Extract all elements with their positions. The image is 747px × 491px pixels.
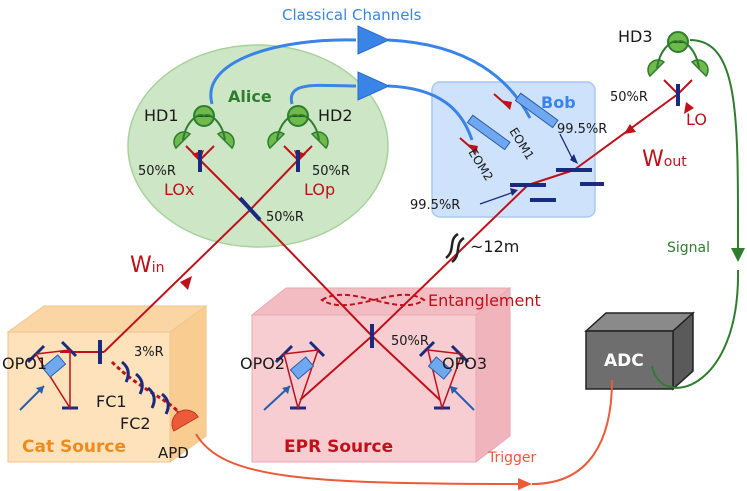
hd3-detector-icon	[647, 31, 709, 78]
fc1-label: FC1	[96, 392, 127, 411]
beam-alice-to-hd2	[249, 159, 299, 211]
signal-arrowhead	[731, 248, 745, 262]
hd2-label: HD2	[318, 106, 353, 125]
entanglement-lobes	[320, 293, 426, 307]
fc2-label: FC2	[120, 414, 151, 433]
beam-epr-to-bob	[371, 184, 529, 337]
signal-line	[689, 39, 740, 251]
adc-label: ADC	[604, 351, 644, 371]
opo2-label: OPO2	[240, 354, 285, 373]
beam-epr-to-alice	[249, 209, 373, 337]
adc-box[interactable]	[584, 311, 695, 391]
classical-channel-hd2	[289, 83, 357, 105]
apd-icon	[171, 409, 199, 432]
adc-return-line	[651, 269, 740, 389]
fc2	[147, 386, 170, 415]
eom2	[466, 114, 511, 151]
amplifier-bottom-icon	[357, 71, 391, 101]
classical-channels-label: Classical Channels	[282, 6, 422, 24]
lox-label: LOx	[164, 180, 194, 199]
alice-bs-ratio: 50%R	[266, 210, 304, 225]
hd3-label: HD3	[618, 27, 653, 46]
wout-label: Wout	[642, 147, 687, 172]
win-label: Win	[130, 253, 165, 278]
epr-source-label: EPR Source	[284, 437, 393, 457]
distance-label: ~12m	[470, 237, 519, 256]
beam-bob-internal	[527, 169, 575, 186]
hd1-label: HD1	[144, 106, 179, 125]
signal-label: Signal	[667, 240, 710, 256]
opo3	[418, 340, 470, 411]
beam-win	[103, 209, 251, 353]
hd3-bs-ratio: 50%R	[610, 90, 648, 105]
eom1	[514, 92, 559, 129]
lo-label: LO	[686, 110, 707, 129]
fiber-break	[445, 232, 465, 263]
hd2-bs-ratio: 50%R	[312, 164, 350, 179]
cat-bs-ratio: 3%R	[134, 345, 164, 360]
hd1-bs-ratio: 50%R	[138, 164, 176, 179]
amplifier-top-icon	[357, 25, 391, 55]
entanglement-label: Entanglement	[428, 291, 541, 310]
fc1	[121, 360, 144, 395]
apd-label: APD	[158, 444, 189, 462]
classical-channel-hd1	[209, 38, 357, 105]
hd1-detector-icon	[173, 105, 235, 150]
lop-label: LOp	[304, 180, 335, 199]
arrow-lo	[684, 102, 694, 114]
bob-lower-ratio: 99.5%R	[410, 198, 460, 213]
trigger-to-adc-line	[531, 379, 613, 485]
arrow-win	[180, 276, 192, 290]
classical-channel-eom2	[387, 84, 474, 141]
alice-region	[127, 44, 389, 248]
trigger-label: Trigger	[487, 450, 537, 466]
opo1-label: OPO1	[2, 354, 47, 373]
bob-upper-ratio: 99.5%R	[557, 122, 607, 137]
trigger-arrowhead	[518, 478, 532, 490]
opo2	[274, 340, 326, 411]
alice-label: Alice	[228, 87, 272, 106]
beam-epr-opo2	[299, 335, 373, 401]
arrow-wout	[624, 124, 636, 134]
bs-alice	[238, 196, 262, 222]
opo1	[26, 340, 78, 411]
cat-source-label: Cat Source	[22, 437, 126, 457]
bob-label: Bob	[541, 93, 576, 112]
epr-source-box	[250, 286, 512, 464]
opo3-label: OPO3	[442, 354, 487, 373]
hd2-detector-icon	[267, 105, 329, 150]
trigger-line	[195, 433, 521, 485]
beam-epr-opo3	[371, 335, 441, 401]
epr-bs-ratio: 50%R	[391, 334, 429, 349]
